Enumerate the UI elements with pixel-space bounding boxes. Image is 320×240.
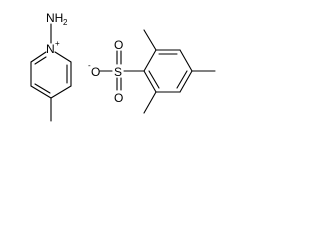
mesitylenesulfonate-anion: S O O O - [88, 29, 216, 114]
ring-bond-c4-c5 [30, 85, 52, 99]
ring-bond-c6-n-inner [34, 56, 47, 65]
sulfur-label: S [114, 65, 122, 79]
oxygen-top-label: O [114, 38, 123, 52]
ring-bond-c6-n [30, 51, 47, 63]
benz-bond-1-2 [143, 49, 157, 72]
benz-bond-6-1-inner [148, 70, 160, 89]
aminopyridinium-cation: N + NH 2 [30, 11, 72, 122]
benz-bond-4-5 [179, 70, 193, 93]
ring-nitrogen-label: N [46, 42, 55, 56]
ring-bond-n-c2 [54, 51, 72, 63]
ring-bond-c3-c4 [50, 85, 72, 99]
benz-bond-3-4 [179, 49, 193, 72]
chemical-structure-canvas: N + NH 2 S O O O - [30, 11, 216, 122]
amino-h-subscript: 2 [63, 18, 68, 27]
methyl-ortho-top-bond [143, 29, 157, 51]
oxygen-anion-charge: - [88, 61, 91, 70]
benz-bond-4-5-inner [176, 70, 188, 89]
benz-bond-6-1 [143, 70, 157, 93]
methyl-ortho-bottom-bond [143, 91, 157, 114]
amino-group-label: NH [46, 11, 63, 25]
oxygen-bottom-label: O [114, 91, 123, 105]
oxygen-anion-label: O [91, 65, 100, 79]
ring-nitrogen-charge: + [55, 39, 60, 48]
ring-bond-c4-c5-inner [34, 83, 51, 94]
